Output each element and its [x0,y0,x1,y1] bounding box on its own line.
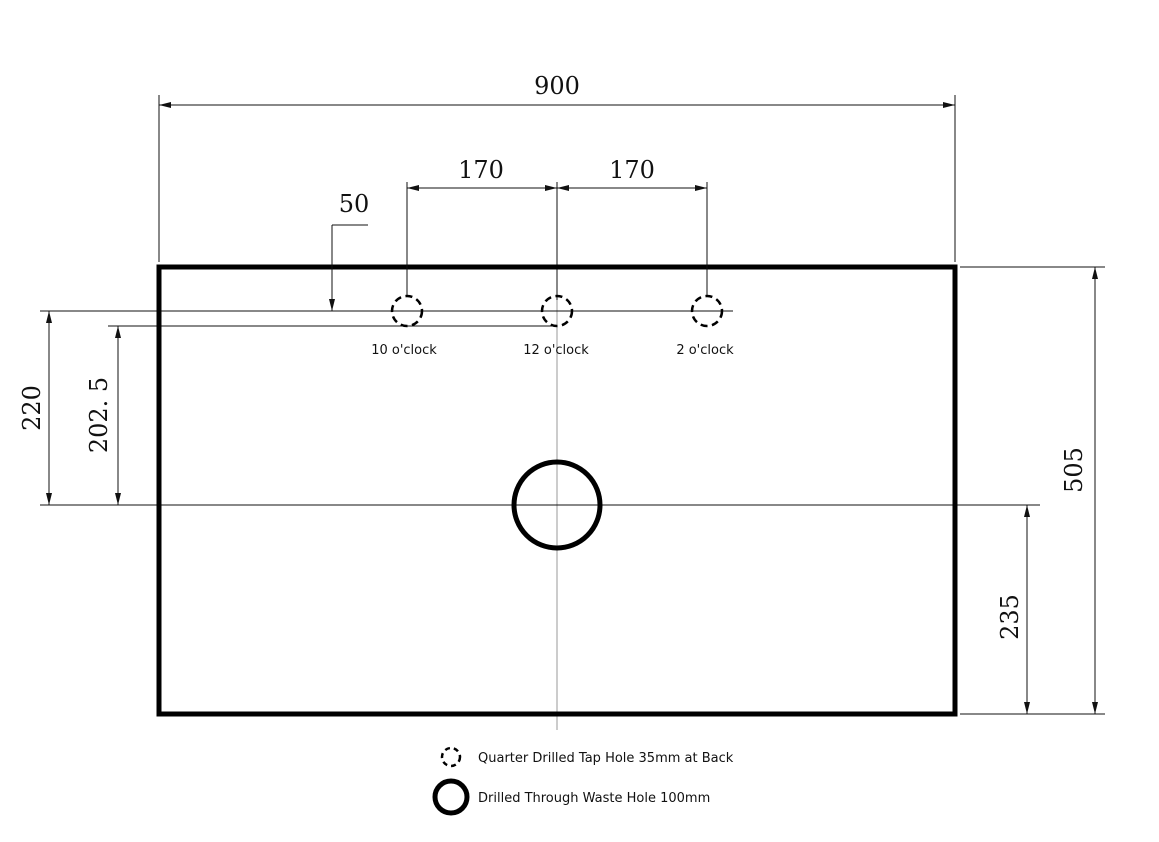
dimension-tap-row-to-waste: 220 [18,311,52,505]
legend: Quarter Drilled Tap Hole 35mm at Back Dr… [432,746,734,816]
tap-spacing-left-label: 170 [458,156,504,184]
overall-width-label: 900 [534,72,580,100]
legend-waste-hole-label: Drilled Through Waste Hole 100mm [478,791,710,806]
tap-hole-label-10-oclock: 10 o'clock [371,343,437,358]
waste-hole [511,459,603,551]
back-to-waste-label: 202. 5 [85,377,113,453]
vanity-top-outline [156,264,958,717]
legend-waste-hole-icon [432,778,470,816]
dimension-overall-depth: 505 [960,266,1105,715]
tap-from-back-label: 50 [339,190,370,218]
dimension-tap-spacing: 170 170 [406,156,708,296]
tap-hole-10-oclock [390,294,424,328]
dimension-tap-from-back: 50 [329,190,370,311]
dimension-waste-to-front: 235 [996,505,1030,714]
tap-hole-label-2-oclock: 2 o'clock [676,343,734,358]
legend-tap-hole-label: Quarter Drilled Tap Hole 35mm at Back [478,751,734,766]
tap-hole-2-oclock [690,294,724,328]
dimension-overall-width: 900 [158,72,956,262]
tap-hole-12-oclock [540,294,574,328]
overall-depth-label: 505 [1060,447,1088,493]
tap-hole-label-12-oclock: 12 o'clock [523,343,589,358]
legend-tap-hole-icon [440,746,462,768]
dimension-back-to-waste: 202. 5 [85,326,121,505]
waste-to-front-label: 235 [996,594,1024,640]
tap-row-to-waste-label: 220 [18,385,46,431]
tap-spacing-right-label: 170 [609,156,655,184]
